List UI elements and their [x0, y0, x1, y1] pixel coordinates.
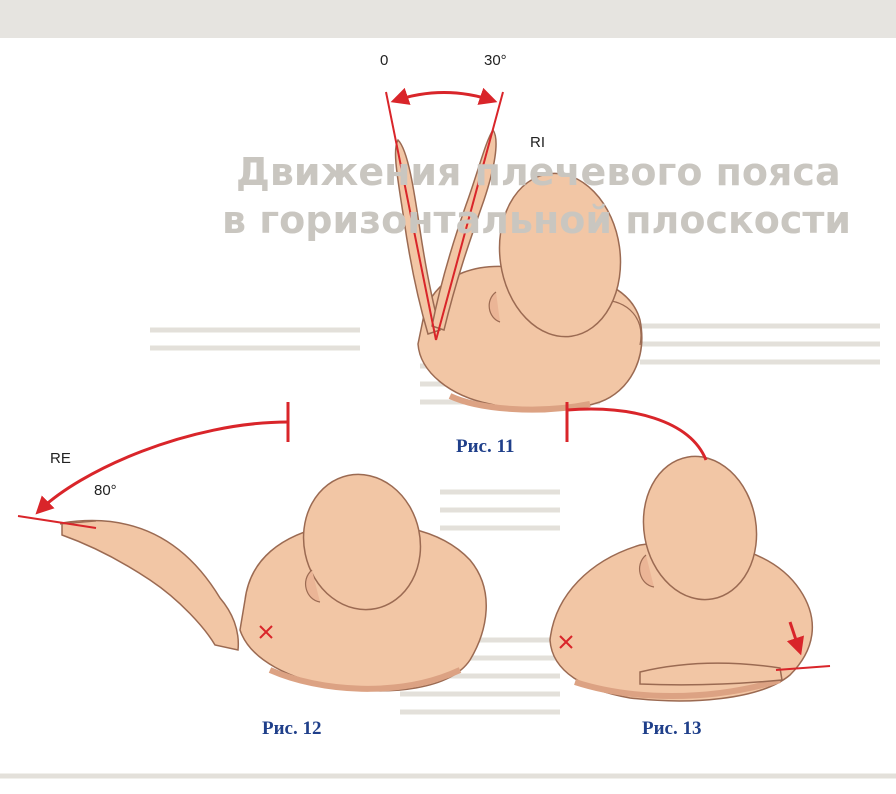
caption-figure-12: Рис. 12	[262, 718, 322, 739]
caption-figure-11: Рис. 11	[456, 436, 515, 457]
reference-line-12	[17, 515, 97, 529]
angle-start-label: 0	[380, 52, 389, 69]
down-arrow-13	[786, 621, 804, 656]
reference-line-13	[775, 665, 831, 671]
top-band	[0, 0, 896, 38]
motion-label-re: RE	[50, 450, 71, 467]
head-11	[498, 172, 622, 338]
arm-12-extended	[61, 519, 240, 651]
arc-arrow-13	[566, 407, 708, 461]
angle-line-0	[385, 91, 437, 341]
arc-arrow-11	[390, 87, 498, 105]
angle-end-label: 30°	[484, 52, 507, 69]
caption-figure-13: Рис. 13	[642, 718, 702, 739]
head-12	[302, 473, 422, 611]
motion-label-ri: RI	[530, 134, 545, 151]
figure-11-illustration	[385, 87, 643, 413]
angle-line-30	[435, 91, 504, 341]
figure-12-illustration	[17, 402, 487, 692]
torso-13	[549, 540, 813, 702]
background-heading-line-2: в горизонтальной плоскости	[222, 198, 852, 242]
angle-label-80: 80°	[94, 482, 117, 499]
background-heading-line-1: Движения плечевого пояса	[236, 150, 841, 194]
x-mark-12	[259, 625, 273, 639]
head-13	[642, 455, 758, 601]
x-mark-13	[559, 635, 573, 649]
figure-13-illustration	[549, 402, 831, 702]
arm-13-tucked	[639, 662, 783, 686]
arc-arrow-12	[35, 420, 289, 515]
